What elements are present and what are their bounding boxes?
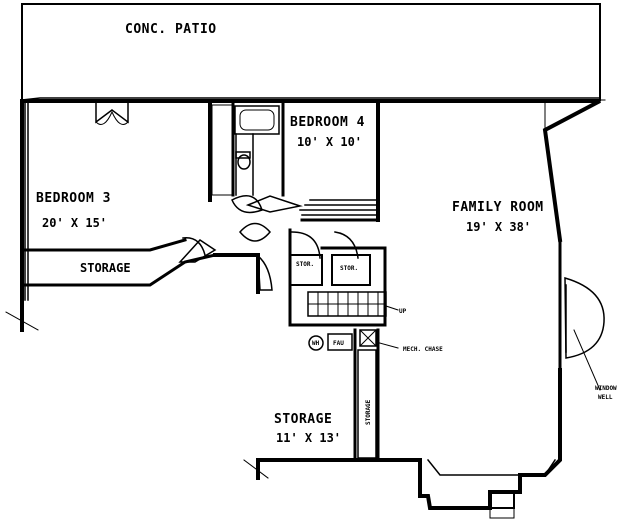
stairs bbox=[307, 291, 399, 317]
bedroom3-closet-doors bbox=[95, 102, 129, 125]
patio-slab bbox=[21, 3, 601, 101]
mech-chase bbox=[359, 329, 399, 349]
bedroom3-label: BEDROOM 3 bbox=[36, 191, 111, 206]
bathroom-fixtures bbox=[211, 104, 280, 196]
up-label: UP bbox=[399, 308, 407, 315]
fireplace-bump bbox=[489, 491, 515, 519]
stor-closets bbox=[289, 254, 371, 286]
mech-chase-label: MECH. CHASE bbox=[403, 346, 443, 353]
bedroom4-size: 10' X 10' bbox=[297, 135, 362, 149]
fau-label: FAU bbox=[333, 340, 344, 347]
storage-main-label: STORAGE bbox=[274, 412, 332, 427]
window-well-label-2: WELL bbox=[598, 394, 613, 401]
vertical-storage bbox=[357, 349, 377, 459]
equipment bbox=[308, 333, 353, 351]
patio-label: CONC. PATIO bbox=[125, 22, 217, 37]
storage-vertical-label: STORAGE bbox=[365, 399, 372, 425]
family-room-size: 19' X 38' bbox=[466, 220, 531, 234]
storage-left-label: STORAGE bbox=[80, 261, 131, 275]
bedroom4-closet bbox=[299, 199, 379, 216]
family-room-label: FAMILY ROOM bbox=[452, 200, 544, 215]
exterior-walls bbox=[5, 99, 606, 510]
window-well bbox=[558, 238, 605, 391]
wh-label: WH bbox=[312, 340, 320, 347]
bedroom3-size: 20' X 15' bbox=[42, 216, 107, 230]
family-room-bay bbox=[426, 458, 557, 476]
bedroom4-label: BEDROOM 4 bbox=[290, 115, 365, 130]
storage-main-size: 11' X 13' bbox=[276, 431, 341, 445]
interior-walls bbox=[20, 99, 387, 462]
window-well-label-1: WINDOW bbox=[595, 385, 617, 392]
stor-label-2: STOR. bbox=[340, 265, 358, 272]
stor-label-1: STOR. bbox=[296, 261, 314, 268]
